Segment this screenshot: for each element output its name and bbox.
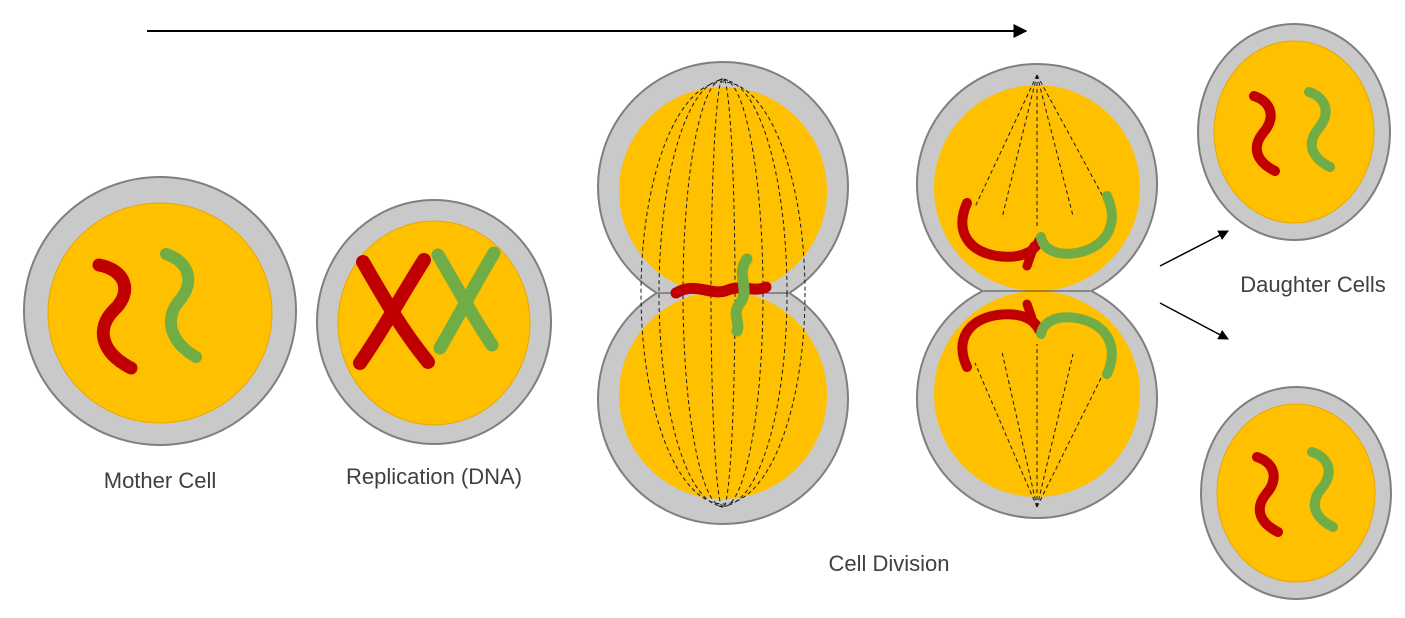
chromosome-green-icon: [1304, 87, 1335, 172]
daughter-cell-bottom: [1200, 386, 1392, 600]
chromosome-green-icon: [1307, 447, 1338, 532]
spindle-fiber-icon: [1036, 74, 1107, 203]
spindle-fiber-icon: [974, 362, 1038, 508]
anaphase-chromosome-green-icon: [1036, 191, 1117, 259]
chromosome-red-icon: [1252, 452, 1283, 537]
spindle-fiber-icon: [1001, 351, 1038, 508]
mother-cell-label: Mother Cell: [104, 468, 216, 493]
anaphase-chromosome-red-icon: [1022, 241, 1039, 271]
anaphase-chromosome-green-icon: [1036, 312, 1117, 379]
spindle-fiber-icon: [640, 81, 806, 505]
dividing-cell-metaphase: [597, 61, 849, 525]
daughter-cells-label: Daughter Cells: [1240, 272, 1386, 297]
daughter-cell-cytoplasm: [1213, 40, 1375, 224]
dividing-cell-cytoplasm-top: [619, 87, 827, 295]
metaphase-chromosome-red-icon: [670, 281, 772, 299]
spindle-fiber-icon: [1036, 367, 1107, 508]
daughter-cell-top: [1197, 23, 1391, 241]
anaphase-chromosome-red-icon: [1022, 299, 1039, 329]
spindle-fibers-bottom: [974, 344, 1107, 508]
dividing-cell-anaphase: [916, 63, 1158, 519]
metaphase-chromosome-green-icon: [730, 253, 753, 337]
daughter-arrow-bottom-icon: [1159, 302, 1229, 340]
spindle-fiber-icon: [1001, 74, 1038, 219]
replicated-chromosome-green-icon: [433, 246, 501, 355]
spindle-fiber-icon: [974, 74, 1038, 208]
mother-cell: [23, 176, 297, 446]
dividing-cell-cytoplasm-bottom: [619, 291, 827, 499]
replication-label: Replication (DNA): [346, 464, 522, 489]
spindle-fibers-top: [974, 74, 1107, 226]
chromosome-green-icon: [160, 248, 202, 363]
mother-cell-cytoplasm: [47, 202, 273, 424]
cell-division-label: Cell Division: [828, 551, 949, 576]
chromosome-red-icon: [92, 258, 138, 375]
daughter-arrow-top-icon: [1159, 230, 1229, 267]
chromosome-red-icon: [1249, 91, 1280, 176]
replication-cell: [316, 199, 552, 445]
spindle-fiber-icon: [1036, 353, 1074, 508]
spindle-fiber-icon: [1036, 74, 1074, 217]
daughter-cell-cytoplasm: [1216, 403, 1376, 583]
replicated-chromosome-red-icon: [353, 253, 431, 370]
